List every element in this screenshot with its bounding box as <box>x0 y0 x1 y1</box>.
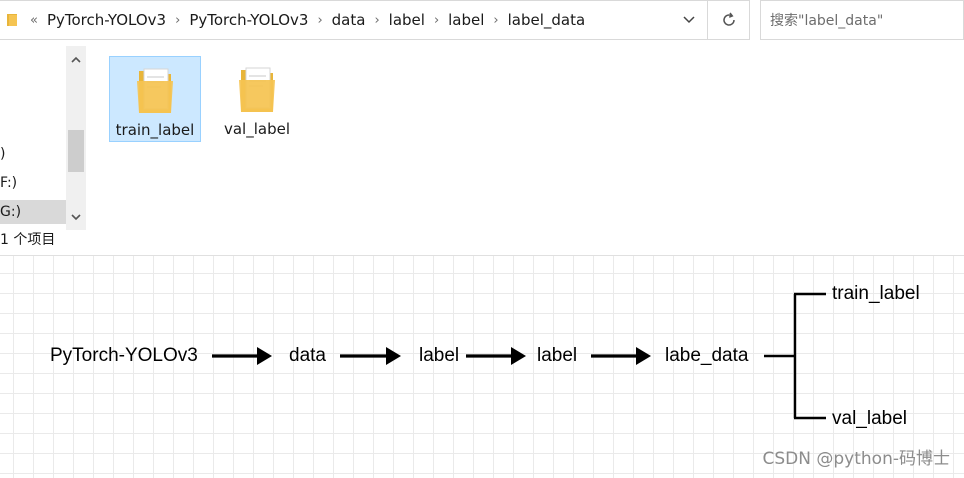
folder-icon <box>137 68 173 113</box>
breadcrumb-item[interactable]: label <box>448 11 485 29</box>
folder-item-val-label[interactable]: val_label <box>211 56 303 142</box>
scroll-thumb[interactable] <box>68 130 84 172</box>
arrowhead <box>257 347 272 365</box>
diagram-connectors <box>212 292 826 420</box>
diagram-node-label: label <box>419 345 460 366</box>
nav-item-drive-f[interactable]: F:) <box>0 175 18 191</box>
chevron-down-icon <box>683 16 695 24</box>
address-history-dropdown[interactable] <box>671 1 707 39</box>
file-explorer-window: « PyTorch-YOLOv3 › PyTorch-YOLOv3 › data… <box>0 0 964 248</box>
refresh-icon <box>722 12 735 26</box>
folder-name: val_label <box>223 120 290 138</box>
chevron-up-icon <box>71 56 81 63</box>
folder-icon <box>239 67 275 112</box>
nav-scrollbar[interactable] <box>66 46 86 230</box>
folder-name: train_label <box>115 121 195 139</box>
diagram-node-labe-data: labe_data <box>665 345 749 366</box>
diagram-node-data: data <box>289 345 326 366</box>
breadcrumb-item[interactable]: label_data <box>507 11 586 29</box>
breadcrumb-overflow-icon[interactable]: « <box>30 12 38 28</box>
folder-icon <box>7 14 17 26</box>
arrowhead <box>386 347 401 365</box>
breadcrumb-item[interactable]: PyTorch-YOLOv3 <box>189 11 309 29</box>
diagram-node-label-2: label <box>537 345 578 366</box>
chevron-right-icon[interactable]: › <box>175 12 181 28</box>
chevron-right-icon[interactable]: › <box>317 12 323 28</box>
diagram-node-val-label: val_label <box>832 408 907 429</box>
search-placeholder: 搜索"label_data" <box>770 13 884 29</box>
breadcrumb-item[interactable]: label <box>388 11 425 29</box>
folder-structure-diagram: PyTorch-YOLOv3 data label label labe_dat… <box>0 255 964 478</box>
nav-item-drive[interactable]: ) <box>0 146 6 162</box>
breadcrumb-item[interactable]: PyTorch-YOLOv3 <box>46 11 167 29</box>
watermark: CSDN @python-码博士 <box>762 449 950 469</box>
chevron-right-icon[interactable]: › <box>433 12 440 28</box>
chevron-down-icon <box>71 213 81 220</box>
navigation-pane[interactable]: ) F:) G:) <box>0 46 87 230</box>
arrowhead <box>636 347 651 365</box>
arrowhead <box>511 347 526 365</box>
chevron-right-icon[interactable]: › <box>374 12 380 28</box>
diagram-node-root: PyTorch-YOLOv3 <box>50 345 198 366</box>
scroll-down-button[interactable] <box>66 206 86 228</box>
diagram-node-train-label: train_label <box>832 283 920 304</box>
breadcrumb-item[interactable]: data <box>331 11 366 29</box>
chevron-right-icon[interactable]: › <box>493 12 499 28</box>
scroll-up-button[interactable] <box>66 48 86 70</box>
refresh-button[interactable] <box>708 0 750 40</box>
search-input[interactable]: 搜索"label_data" <box>760 0 964 40</box>
folder-item-train-label[interactable]: train_label <box>109 56 201 142</box>
nav-item-drive-g[interactable]: G:) <box>0 200 66 224</box>
address-bar[interactable]: « PyTorch-YOLOv3 › PyTorch-YOLOv3 › data… <box>0 0 708 40</box>
status-bar-item-count: 1 个项目 <box>0 232 56 248</box>
